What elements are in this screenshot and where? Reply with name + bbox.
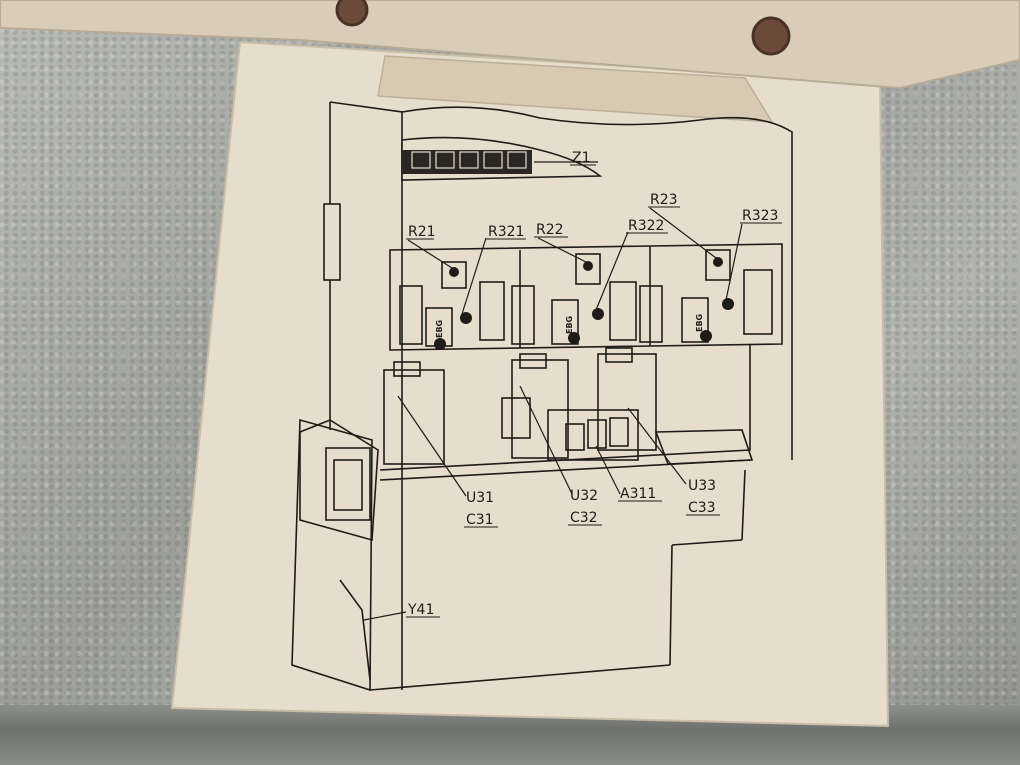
- leader-lines: [363, 161, 743, 621]
- label-u31: U31: [466, 490, 494, 506]
- label-c31: C31: [466, 512, 494, 528]
- label-r21: R21: [408, 224, 436, 240]
- label-ebg-3: EBG: [695, 314, 704, 332]
- label-r23: R23: [650, 192, 678, 208]
- label-ebg-2: EBG: [565, 316, 574, 334]
- label-a311: A311: [620, 486, 656, 502]
- label-y41: Y41: [407, 602, 434, 618]
- label-r22: R22: [536, 222, 564, 238]
- ebg-marks: EBG EBG EBG: [435, 314, 704, 338]
- tape-strip: [377, 55, 774, 123]
- label-u32: U32: [570, 488, 598, 504]
- label-r321: R321: [488, 224, 524, 240]
- label-c32: C32: [570, 510, 598, 526]
- label-c33: C33: [688, 500, 716, 516]
- label-u33: U33: [688, 478, 716, 494]
- cabinet-drawing: [291, 101, 793, 692]
- paper-sheet: [170, 40, 890, 728]
- screw-head-left: [335, 0, 369, 27]
- label-ebg-1: EBG: [435, 320, 444, 338]
- label-underlines: [406, 164, 782, 618]
- label-z1: Z1: [572, 150, 591, 166]
- screw-head-right: [751, 16, 791, 56]
- label-r322: R322: [628, 218, 664, 234]
- label-r323: R323: [742, 208, 778, 224]
- component-labels: Z1 R21 R321 R22 R322 R23 R323 U31 C31 U3…: [407, 150, 778, 618]
